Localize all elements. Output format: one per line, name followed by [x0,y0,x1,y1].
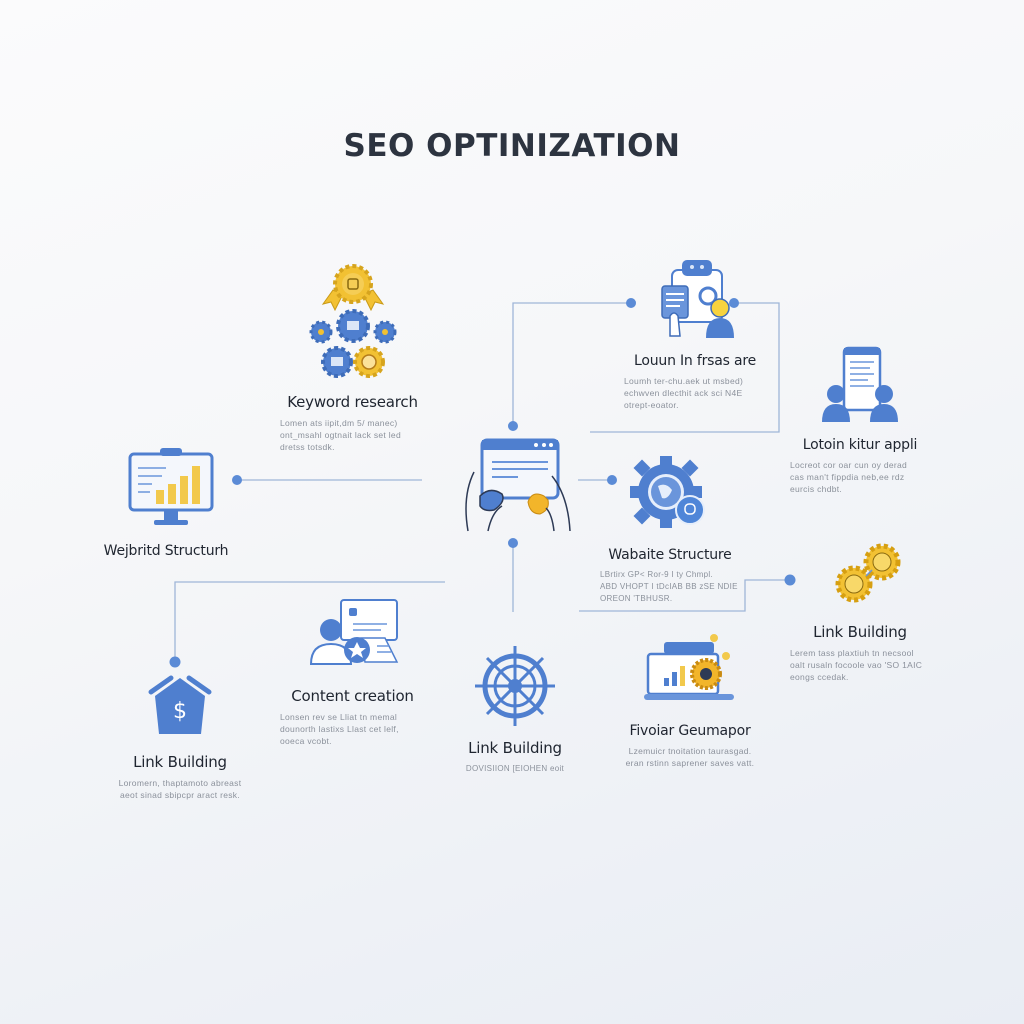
node-description: Loromern, thaptamoto abreast aeot sinad … [118,778,242,800]
node-label: Content creation [291,687,414,705]
node-description: Lonsen rev se Lliat tn memal dounorth la… [280,712,399,746]
node-description: Lzemuicr tnoitation taurasgad. eran rsti… [625,746,755,768]
page-title: SEO OPTINIZATION [343,128,681,164]
node-content-creation: Content creation Lonsen rev se Lliat tn … [280,598,425,747]
node-description: LBrtirx GP< Ror-9 I ty Chmpl. ABD VHOPT … [600,570,738,603]
gear-globe-icon [630,456,705,528]
node-link-building-center: Link Building DOVISIION [EIOHEN eoit [450,644,580,775]
gears-award-icon [309,264,396,378]
node-keyword-research: Keyword research Lomen ats iipit,dm 5/ m… [280,262,425,453]
node-label: Keyword research [287,393,418,411]
node-description: Locreot cor oar cun oy derad cas man't f… [790,460,908,494]
people-document-icon [309,599,398,665]
node-link-building-left: $ Link Building Loromern, thaptamoto abr… [105,672,255,801]
node-fluorar-geumapor: Fivoiar Geumapor Lzemuicr tnoitation tau… [620,632,760,769]
node-center-hub [455,436,580,541]
document-user-icon [661,260,734,338]
laptop-gear-icon [644,634,734,700]
gold-gears-icon [835,543,901,603]
node-website-structure-right: Wabaite Structure LBrtirx GP< Ror-9 I ty… [600,452,740,605]
monitor-chart-icon [128,448,214,525]
house-dollar-icon: $ [148,675,212,734]
node-label: Wejbritd Structurh [103,543,229,559]
node-label: Louun In frsas are [634,353,756,369]
node-description: DOVISIION [EIOHEN eoit [465,764,565,773]
node-label: Fivoiar Geumapor [629,723,751,739]
node-right-top: Lotoin kitur appli Locreot cor oar cun o… [790,346,930,495]
node-website-structure-left: Wejbritd Structurh [96,446,246,559]
ship-wheel-icon [475,646,555,726]
node-label: Link Building [133,753,227,771]
node-label: Lotoin kitur appli [802,437,918,453]
node-label: Wabaite Structure [608,547,732,563]
svg-text:$: $ [173,699,187,724]
tablet-hands-icon [464,438,571,532]
node-label: Link Building [813,623,907,641]
node-link-building-right: Link Building Lerem tass plaxtiuh tn nec… [790,538,930,683]
node-top-center: Louun In frsas are Loumh ter-chu.aek ut … [620,258,770,411]
users-document-icon [822,346,898,422]
node-description: Lerem tass plaxtiuh tn necsool oalt rusa… [790,648,923,682]
node-label: Link Building [468,739,562,757]
node-description: Loumh ter-chu.aek ut msbed) echwven dlec… [624,376,744,410]
node-description: Lomen ats iipit,dm 5/ manec) ont_msahl o… [280,418,401,452]
